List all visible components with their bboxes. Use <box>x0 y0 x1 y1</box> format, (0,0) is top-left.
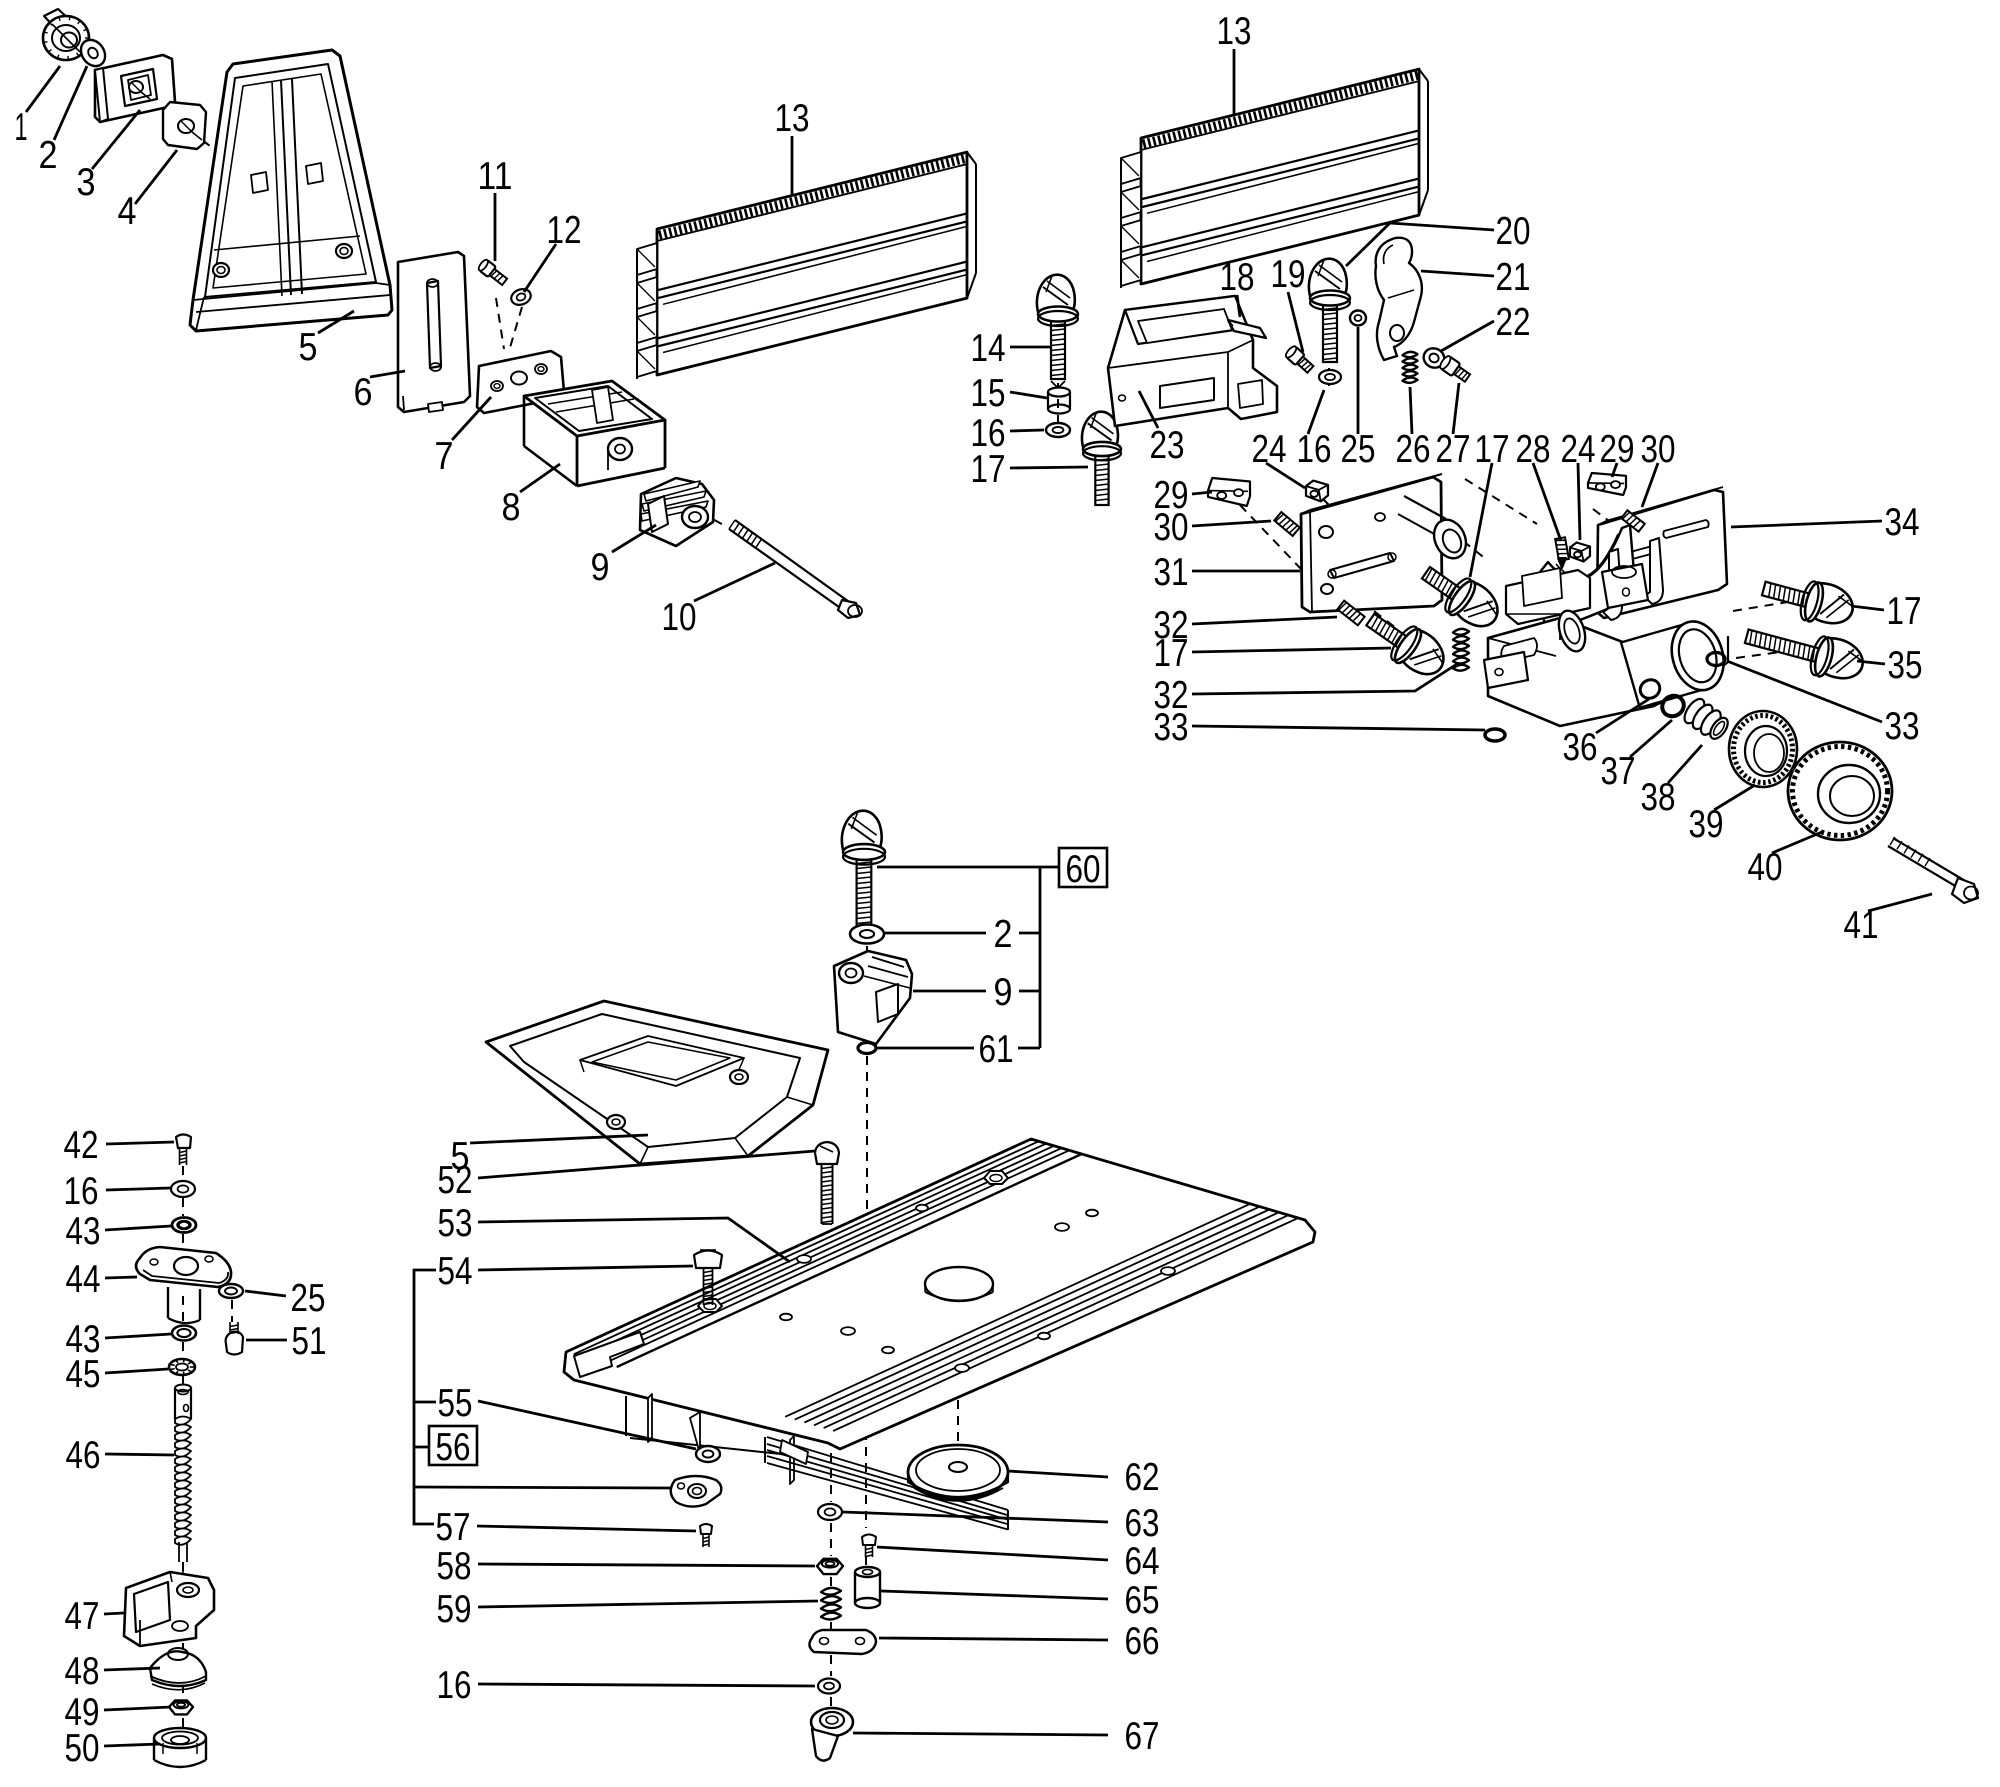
svg-text:16: 16 <box>1297 428 1332 471</box>
svg-text:9: 9 <box>994 971 1013 1014</box>
svg-text:20: 20 <box>1496 210 1531 253</box>
svg-text:36: 36 <box>1563 726 1598 769</box>
svg-text:10: 10 <box>662 596 697 639</box>
svg-text:2: 2 <box>994 913 1013 956</box>
svg-text:51: 51 <box>292 1320 327 1363</box>
svg-text:58: 58 <box>437 1545 472 1588</box>
svg-text:27: 27 <box>1436 428 1471 471</box>
svg-text:15: 15 <box>971 372 1006 415</box>
svg-text:32: 32 <box>1154 604 1189 647</box>
svg-text:34: 34 <box>1885 501 1920 544</box>
svg-text:49: 49 <box>65 1691 100 1734</box>
svg-text:54: 54 <box>438 1250 473 1293</box>
svg-text:12: 12 <box>547 209 582 252</box>
svg-text:52: 52 <box>438 1159 473 1202</box>
svg-text:16: 16 <box>437 1664 472 1707</box>
svg-text:55: 55 <box>438 1382 473 1425</box>
svg-text:50: 50 <box>65 1727 100 1770</box>
svg-text:21: 21 <box>1496 256 1531 299</box>
svg-text:60: 60 <box>1066 848 1101 891</box>
svg-text:57: 57 <box>436 1506 471 1549</box>
svg-text:14: 14 <box>971 327 1006 370</box>
svg-text:40: 40 <box>1748 846 1783 889</box>
svg-text:23: 23 <box>1150 424 1185 467</box>
svg-text:17: 17 <box>1887 590 1922 633</box>
svg-text:13: 13 <box>1217 10 1252 53</box>
svg-text:62: 62 <box>1125 1456 1160 1499</box>
svg-text:30: 30 <box>1641 428 1676 471</box>
svg-text:26: 26 <box>1396 428 1431 471</box>
svg-text:31: 31 <box>1154 551 1189 594</box>
svg-text:18: 18 <box>1220 256 1255 299</box>
svg-text:22: 22 <box>1496 301 1531 344</box>
svg-text:38: 38 <box>1641 776 1676 819</box>
svg-text:59: 59 <box>437 1588 472 1631</box>
svg-text:4: 4 <box>118 190 137 233</box>
svg-text:53: 53 <box>438 1202 473 1245</box>
svg-text:28: 28 <box>1516 428 1551 471</box>
svg-text:39: 39 <box>1689 803 1724 846</box>
svg-text:48: 48 <box>65 1650 100 1693</box>
svg-text:9: 9 <box>591 546 610 589</box>
svg-text:45: 45 <box>66 1353 101 1396</box>
svg-text:63: 63 <box>1125 1502 1160 1545</box>
svg-text:32: 32 <box>1154 674 1189 717</box>
svg-text:43: 43 <box>66 1210 101 1253</box>
svg-text:16: 16 <box>64 1170 99 1213</box>
svg-text:7: 7 <box>435 435 454 478</box>
svg-text:3: 3 <box>77 161 96 204</box>
svg-text:5: 5 <box>451 1135 470 1178</box>
svg-text:35: 35 <box>1888 644 1923 687</box>
svg-text:5: 5 <box>299 326 318 369</box>
svg-text:33: 33 <box>1885 705 1920 748</box>
svg-text:37: 37 <box>1601 750 1636 793</box>
svg-text:8: 8 <box>502 486 521 529</box>
svg-text:66: 66 <box>1125 1620 1160 1663</box>
svg-text:67: 67 <box>1125 1715 1160 1758</box>
svg-text:13: 13 <box>775 97 810 140</box>
svg-text:24: 24 <box>1252 428 1287 471</box>
svg-text:33: 33 <box>1154 706 1189 749</box>
svg-text:11: 11 <box>478 155 513 198</box>
svg-text:17: 17 <box>1154 632 1189 675</box>
svg-text:17: 17 <box>971 448 1006 491</box>
svg-text:2: 2 <box>39 134 58 177</box>
svg-text:25: 25 <box>291 1277 326 1320</box>
svg-text:44: 44 <box>66 1258 101 1301</box>
svg-text:41: 41 <box>1844 904 1879 947</box>
svg-text:64: 64 <box>1125 1540 1160 1583</box>
svg-text:19: 19 <box>1271 253 1306 296</box>
svg-text:46: 46 <box>66 1434 101 1477</box>
svg-text:43: 43 <box>66 1318 101 1361</box>
svg-text:30: 30 <box>1154 506 1189 549</box>
svg-text:29: 29 <box>1154 474 1189 517</box>
svg-text:17: 17 <box>1475 428 1510 471</box>
svg-text:47: 47 <box>65 1595 100 1638</box>
svg-text:16: 16 <box>971 412 1006 455</box>
svg-text:25: 25 <box>1341 428 1376 471</box>
svg-text:6: 6 <box>354 371 373 414</box>
svg-text:65: 65 <box>1125 1579 1160 1622</box>
svg-text:56: 56 <box>436 1426 471 1469</box>
svg-text:24: 24 <box>1561 428 1596 471</box>
svg-text:42: 42 <box>64 1124 99 1167</box>
svg-text:1: 1 <box>15 106 28 149</box>
svg-text:61: 61 <box>979 1028 1014 1071</box>
svg-text:29: 29 <box>1600 428 1635 471</box>
